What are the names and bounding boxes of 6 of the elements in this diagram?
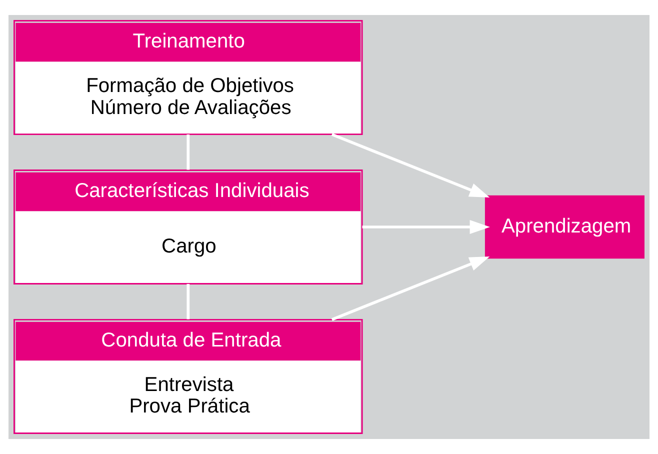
- arrow: [362, 220, 490, 234]
- arrow: [331, 133, 490, 198]
- connector: [186, 134, 190, 170]
- arrow: [331, 256, 490, 321]
- connector: [186, 284, 190, 320]
- node-box: Aprendizagem: [484, 195, 644, 259]
